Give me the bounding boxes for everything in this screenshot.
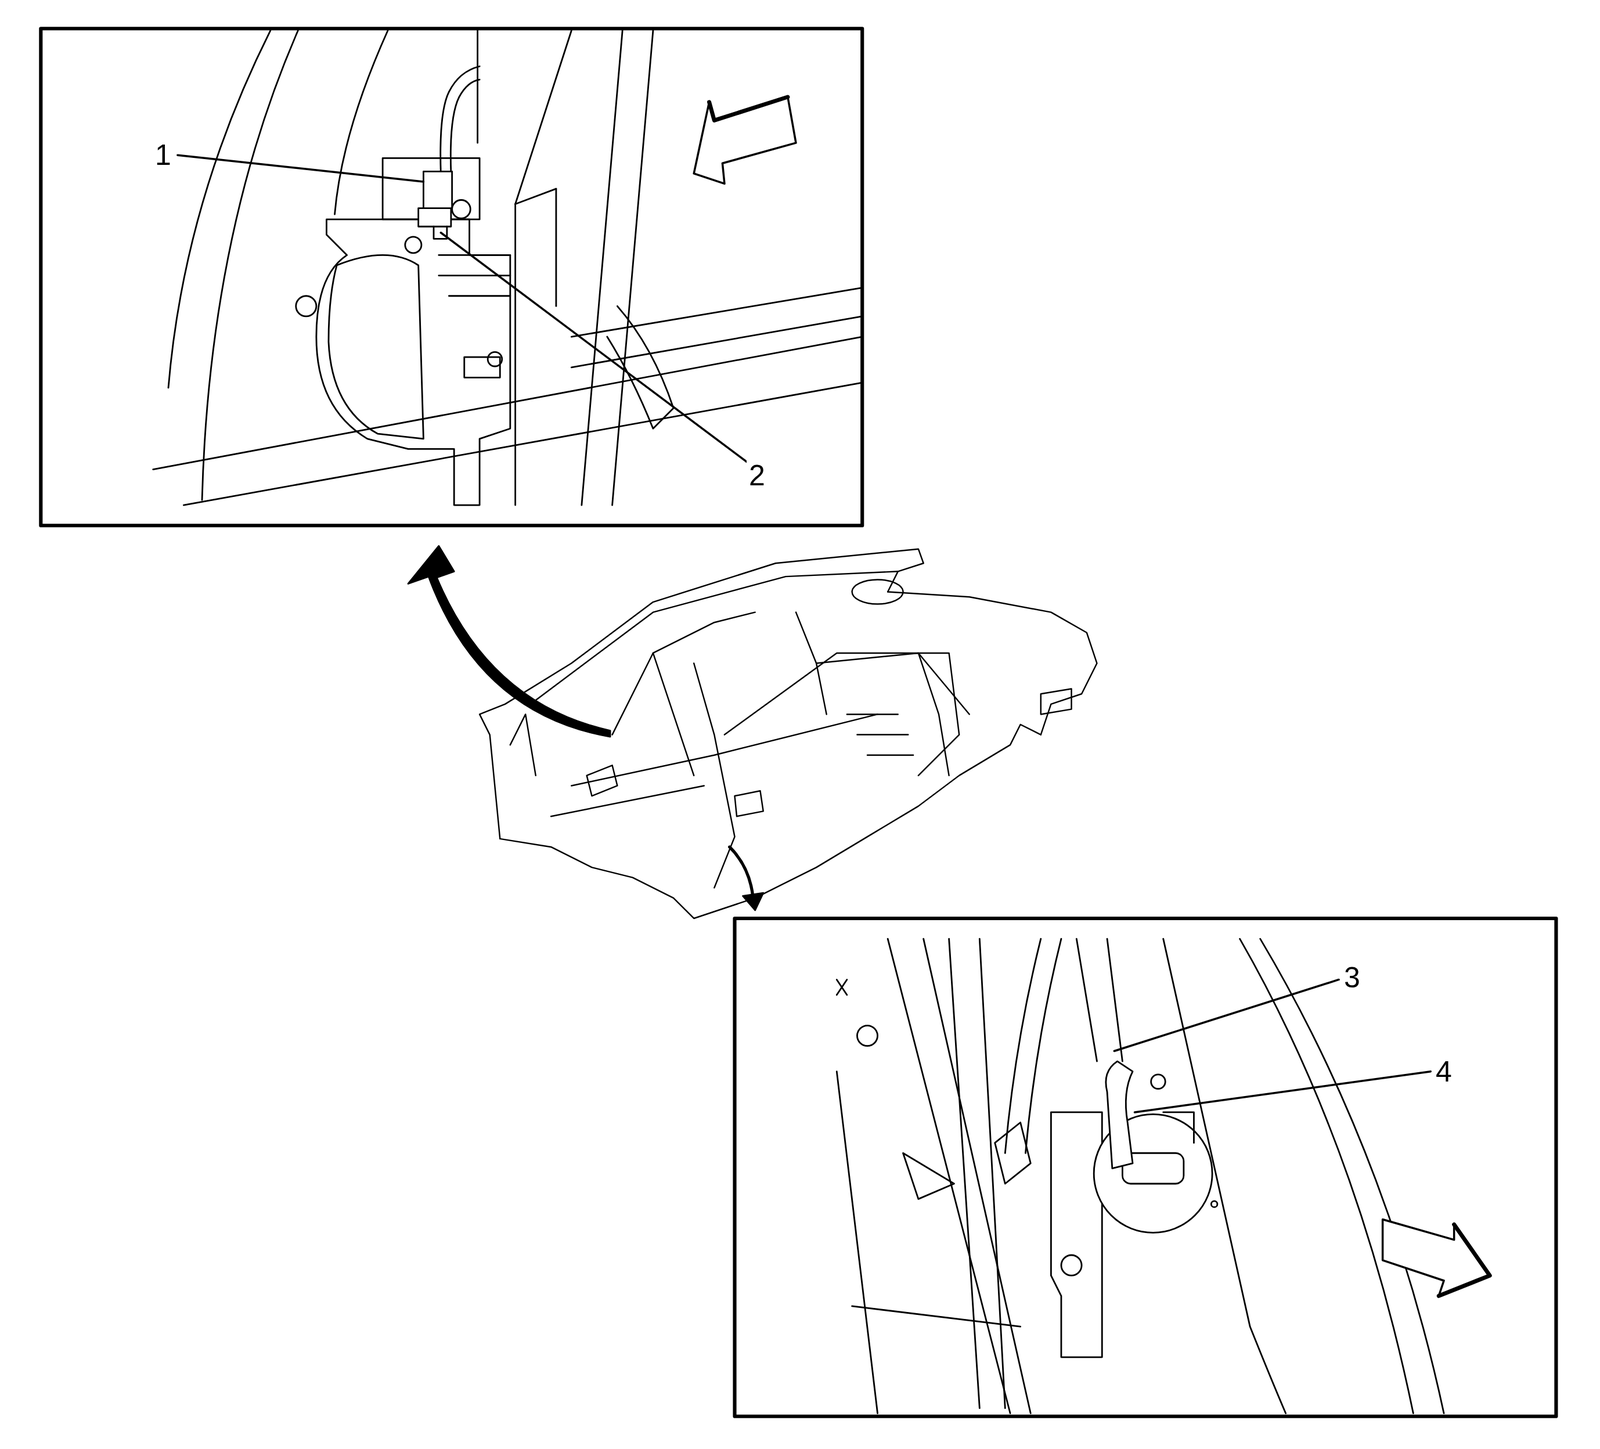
leader-line — [1134, 1071, 1432, 1113]
vehicle-body — [479, 549, 1097, 919]
inset-frame — [734, 918, 1557, 1417]
leader-line — [1114, 979, 1339, 1051]
callout-arrow — [743, 892, 764, 911]
callout-arrow — [408, 545, 611, 737]
callout-arrow — [729, 847, 753, 899]
retractor-view-upper — [153, 30, 863, 506]
callout-number: 3 — [1341, 961, 1363, 994]
callout-number: 4 — [1433, 1056, 1455, 1088]
leader-line — [440, 232, 751, 465]
inset-frame — [40, 28, 863, 526]
leader-line — [177, 155, 424, 182]
callout-number: 2 — [746, 459, 768, 492]
retractor-view-lower — [836, 938, 1490, 1414]
callout-number: 1 — [152, 139, 174, 171]
